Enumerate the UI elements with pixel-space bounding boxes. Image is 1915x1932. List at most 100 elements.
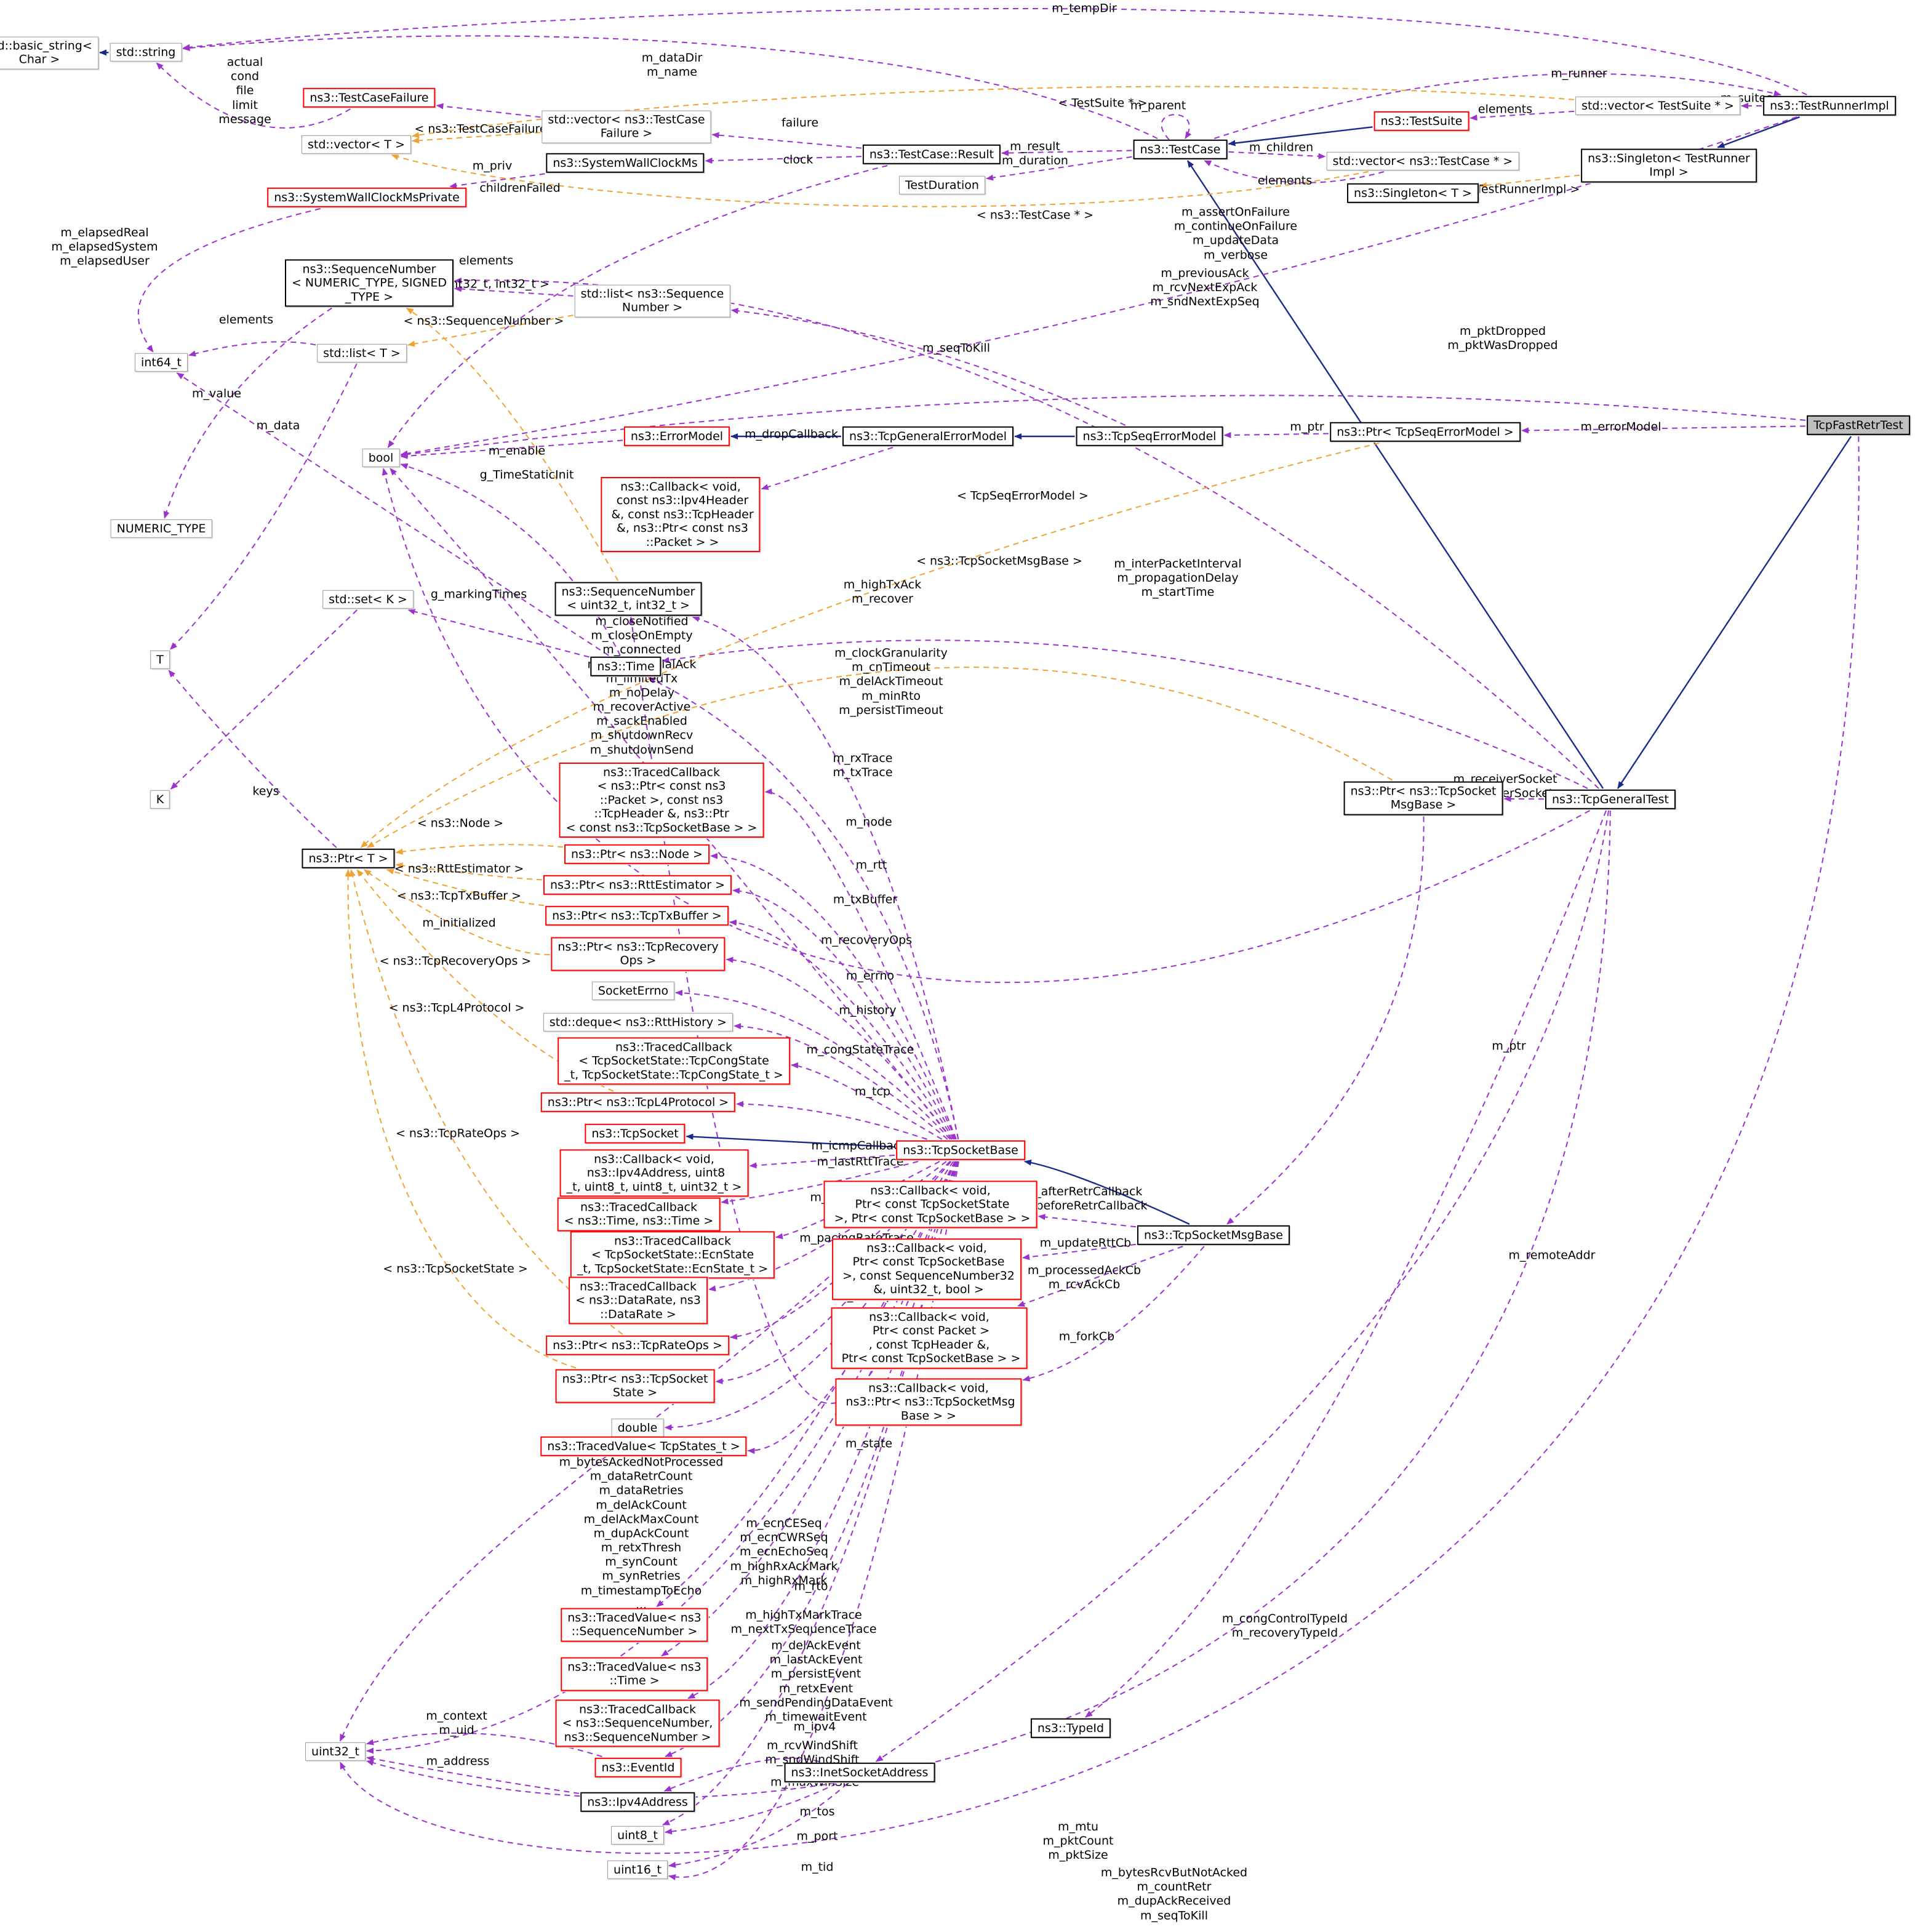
class-node-error-model[interactable]: ns3::ErrorModel bbox=[623, 426, 730, 447]
class-node-k[interactable]: K bbox=[150, 790, 170, 809]
class-node-tcp-socket-base[interactable]: ns3::TcpSocketBase bbox=[896, 1140, 1025, 1161]
class-node-traced-value-tcpstates[interactable]: ns3::TracedValue< TcpStates_t > bbox=[540, 1436, 747, 1457]
class-node-tcp-seq-error-model[interactable]: ns3::TcpSeqErrorModel bbox=[1076, 426, 1223, 447]
edge-m bbox=[791, 1062, 943, 1140]
edge-t bbox=[1479, 174, 1580, 188]
class-node-time[interactable]: ns3::Time bbox=[590, 656, 662, 677]
edge-m bbox=[986, 156, 1132, 181]
edge-label: keys bbox=[252, 784, 279, 798]
class-node-tcp-general-error-model[interactable]: ns3::TcpGeneralErrorModel bbox=[842, 426, 1013, 447]
class-node-event-id[interactable]: ns3::EventId bbox=[594, 1757, 682, 1778]
edge-m bbox=[387, 165, 888, 448]
class-node-vector-t[interactable]: std::vector< T > bbox=[301, 135, 412, 154]
edge-i bbox=[1717, 116, 1800, 148]
edge-m bbox=[163, 307, 332, 519]
class-node-bool[interactable]: bool bbox=[362, 448, 400, 468]
class-node-callback-retr[interactable]: ns3::Callback< void, Ptr< const TcpSocke… bbox=[823, 1180, 1037, 1229]
class-node-test-duration[interactable]: TestDuration bbox=[899, 175, 985, 195]
class-node-traced-callback-seqnum[interactable]: ns3::TracedCallback < ns3::SequenceNumbe… bbox=[555, 1699, 720, 1747]
class-node-double[interactable]: double bbox=[611, 1418, 664, 1438]
class-node-ipv4-address[interactable]: ns3::Ipv4Address bbox=[580, 1792, 695, 1813]
class-node-inet-socket-address[interactable]: ns3::InetSocketAddress bbox=[784, 1762, 935, 1783]
class-node-ptr-tcp-socket-state[interactable]: ns3::Ptr< ns3::TcpSocket State > bbox=[555, 1369, 715, 1403]
class-node-callback-drop[interactable]: ns3::Callback< void, const ns3::Ipv4Head… bbox=[601, 476, 761, 553]
edge-label: < ns3::TcpRateOps > bbox=[395, 1126, 521, 1140]
edge-label: m_recoveryOps bbox=[820, 933, 913, 947]
class-node-callback-packet[interactable]: ns3::Callback< void, Ptr< const Packet >… bbox=[831, 1307, 1028, 1369]
class-node-ptr-tcp-l4-protocol[interactable]: ns3::Ptr< ns3::TcpL4Protocol > bbox=[540, 1092, 736, 1113]
edge-m bbox=[339, 436, 1860, 1854]
class-node-tcp-socket-msg-base[interactable]: ns3::TcpSocketMsgBase bbox=[1137, 1225, 1290, 1246]
class-node-type-id[interactable]: ns3::TypeId bbox=[1030, 1718, 1111, 1739]
edge-label: m_icmpCallback bbox=[811, 1139, 907, 1153]
edge-m bbox=[188, 341, 316, 357]
class-node-ptr-node[interactable]: ns3::Ptr< ns3::Node > bbox=[564, 844, 710, 865]
class-node-system-wall-clock-ms[interactable]: ns3::SystemWallClockMs bbox=[546, 153, 705, 174]
class-node-test-suite[interactable]: ns3::TestSuite bbox=[1373, 111, 1469, 132]
edge-label: m_state bbox=[845, 1437, 893, 1451]
edge-m bbox=[1001, 150, 1132, 156]
class-node-tcp-socket[interactable]: ns3::TcpSocket bbox=[585, 1123, 686, 1144]
class-node-callback-fork[interactable]: ns3::Callback< void, ns3::Ptr< ns3::TcpS… bbox=[835, 1378, 1022, 1426]
class-node-callback-icmp[interactable]: ns3::Callback< void, ns3::Ipv4Address, u… bbox=[559, 1149, 749, 1197]
class-node-singleton-test-runner[interactable]: ns3::Singleton< TestRunner Impl > bbox=[1581, 148, 1757, 183]
class-node-traced-callback-datarate[interactable]: ns3::TracedCallback < ns3::DataRate, ns3… bbox=[569, 1277, 708, 1325]
class-node-ptr-t[interactable]: ns3::Ptr< T > bbox=[302, 848, 395, 869]
class-node-ptr-rtt-estimator[interactable]: ns3::Ptr< ns3::RttEstimator > bbox=[543, 875, 732, 896]
class-node-tcp-general-test[interactable]: ns3::TcpGeneralTest bbox=[1545, 789, 1676, 810]
class-node-std-basic-string[interactable]: std::basic_string< Char > bbox=[0, 36, 98, 70]
class-node-traced-value-time[interactable]: ns3::TracedValue< ns3 ::Time > bbox=[561, 1657, 708, 1691]
edge-m bbox=[400, 439, 623, 459]
class-node-std-string[interactable]: std::string bbox=[110, 42, 182, 62]
class-node-traced-callback-congstate[interactable]: ns3::TracedCallback < TcpSocketState::Tc… bbox=[558, 1037, 790, 1085]
class-node-sequence-number-32[interactable]: ns3::SequenceNumber < uint32_t, int32_t … bbox=[554, 582, 702, 616]
class-node-vector-test-case[interactable]: std::vector< ns3::TestCase * > bbox=[1326, 151, 1519, 171]
edge-label: elements bbox=[218, 313, 274, 327]
class-node-sequence-number-generic[interactable]: ns3::SequenceNumber < NUMERIC_TYPE, SIGN… bbox=[284, 259, 454, 307]
class-node-vector-test-suite[interactable]: std::vector< TestSuite * > bbox=[1575, 96, 1740, 116]
class-node-uint16-t[interactable]: uint16_t bbox=[607, 1860, 668, 1880]
class-node-singleton-t[interactable]: ns3::Singleton< T > bbox=[1347, 183, 1479, 204]
edge-label: < ns3::TestCaseFailure > bbox=[414, 122, 561, 136]
class-node-list-sequence-number[interactable]: std::list< ns3::Sequence Number > bbox=[574, 284, 730, 318]
class-node-test-case-failure[interactable]: ns3::TestCaseFailure bbox=[303, 87, 436, 108]
edge-label: m_history bbox=[839, 1003, 897, 1017]
class-node-deque-rtt-history[interactable]: std::deque< ns3::RttHistory > bbox=[543, 1012, 734, 1032]
class-node-traced-value-seqnum[interactable]: ns3::TracedValue< ns3 ::SequenceNumber > bbox=[561, 1608, 708, 1642]
class-node-traced-callback-packet[interactable]: ns3::TracedCallback < ns3::Ptr< const ns… bbox=[559, 762, 764, 838]
class-node-test-runner-impl[interactable]: ns3::TestRunnerImpl bbox=[1763, 95, 1896, 116]
edge-label: m_remoteAddr bbox=[1508, 1248, 1596, 1262]
edge-m bbox=[730, 1161, 952, 1340]
edge-label: m_ipv4 bbox=[793, 1720, 836, 1734]
class-node-numeric-type[interactable]: NUMERIC_TYPE bbox=[110, 519, 212, 539]
class-node-vector-test-case-failure[interactable]: std::vector< ns3::TestCase Failure > bbox=[542, 110, 711, 143]
class-node-ptr-tcp-tx-buffer[interactable]: ns3::Ptr< ns3::TcpTxBuffer > bbox=[545, 905, 729, 926]
edge-m bbox=[668, 1783, 848, 1868]
class-node-test-case-result[interactable]: ns3::TestCase::Result bbox=[862, 144, 1001, 165]
class-node-int64-t[interactable]: int64_t bbox=[135, 353, 188, 372]
class-node-uint32-t[interactable]: uint32_t bbox=[305, 1742, 366, 1762]
class-node-ptr-tcp-recovery-ops[interactable]: ns3::Ptr< ns3::TcpRecovery Ops > bbox=[551, 937, 726, 971]
class-node-traced-callback-time[interactable]: ns3::TracedCallback < ns3::Time, ns3::Ti… bbox=[557, 1197, 721, 1232]
class-node-uint8-t[interactable]: uint8_t bbox=[611, 1826, 664, 1845]
edge-label: m_rto bbox=[794, 1579, 828, 1593]
class-node-socket-errno[interactable]: SocketErrno bbox=[591, 981, 675, 1001]
class-node-list-t[interactable]: std::list< T > bbox=[317, 343, 407, 363]
edge-m bbox=[875, 810, 1610, 1762]
edge-m bbox=[761, 447, 894, 490]
edge-label: m_enable bbox=[488, 444, 546, 458]
class-node-t[interactable]: T bbox=[150, 650, 170, 670]
edge-m bbox=[662, 639, 1588, 789]
class-node-traced-callback-ecnstate[interactable]: ns3::TracedCallback < TcpSocketState::Ec… bbox=[570, 1231, 775, 1279]
class-node-ptr-tcp-rate-ops[interactable]: ns3::Ptr< ns3::TcpRateOps > bbox=[546, 1335, 729, 1356]
class-node-callback-ack[interactable]: ns3::Callback< void, Ptr< const TcpSocke… bbox=[832, 1238, 1021, 1300]
edge-m bbox=[449, 173, 545, 189]
edge-label: m_tos bbox=[799, 1805, 835, 1819]
class-node-ptr-tcp-socket-msg-base[interactable]: ns3::Ptr< ns3::TcpSocket MsgBase > bbox=[1343, 781, 1503, 816]
class-node-system-wall-clock-ms-private[interactable]: ns3::SystemWallClockMsPrivate bbox=[267, 187, 466, 208]
class-node-ptr-tcp-seq-error-model[interactable]: ns3::Ptr< TcpSeqErrorModel > bbox=[1330, 422, 1521, 443]
class-node-set-k[interactable]: std::set< K > bbox=[322, 590, 414, 609]
class-node-test-case[interactable]: ns3::TestCase bbox=[1133, 139, 1228, 160]
edge-i bbox=[1617, 436, 1852, 789]
